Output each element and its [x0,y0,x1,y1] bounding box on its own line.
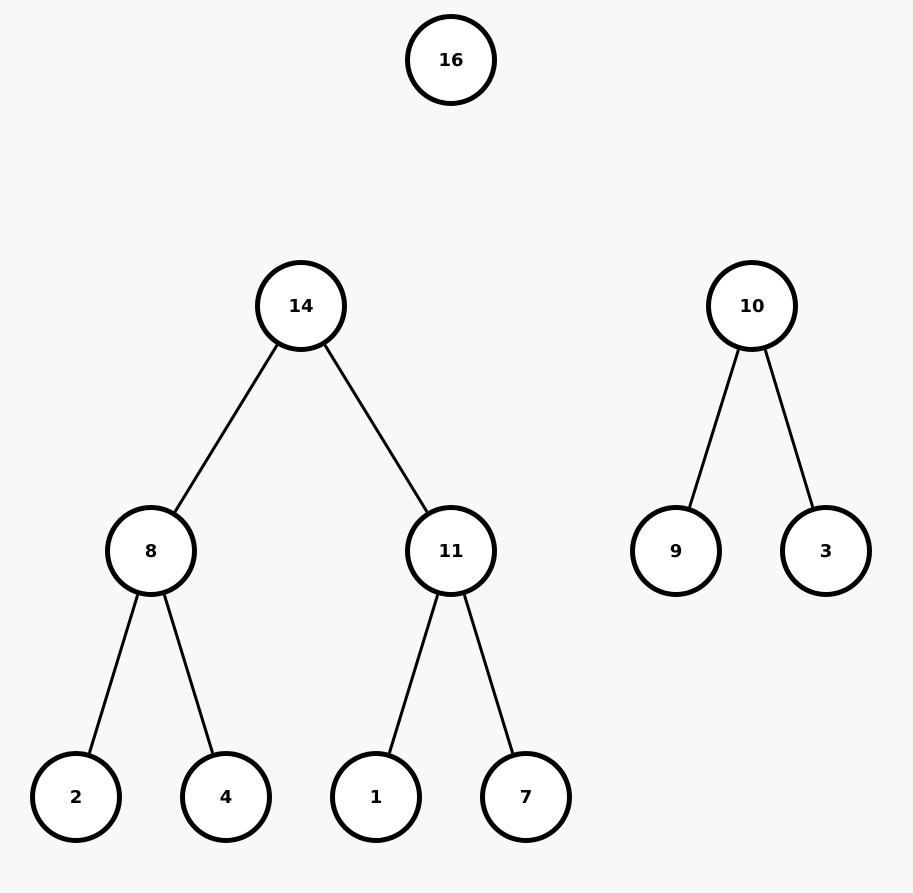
edge-14-11 [323,344,429,513]
edge-11-1 [387,594,440,754]
node-7: 7 [480,751,572,843]
edge-10-3 [763,349,815,508]
node-16: 16 [405,14,497,106]
node-8: 8 [105,505,197,597]
edge-10-9 [688,349,740,508]
edge-8-2 [87,594,140,754]
node-9: 9 [630,505,722,597]
node-10: 10 [706,260,798,352]
edge-14-8 [173,344,279,513]
node-4: 4 [180,751,272,843]
edge-8-4 [162,594,215,754]
node-14: 14 [255,260,347,352]
node-1: 1 [330,751,422,843]
node-3: 3 [780,505,872,597]
node-2: 2 [30,751,122,843]
edge-11-7 [462,594,515,754]
node-11: 11 [405,505,497,597]
